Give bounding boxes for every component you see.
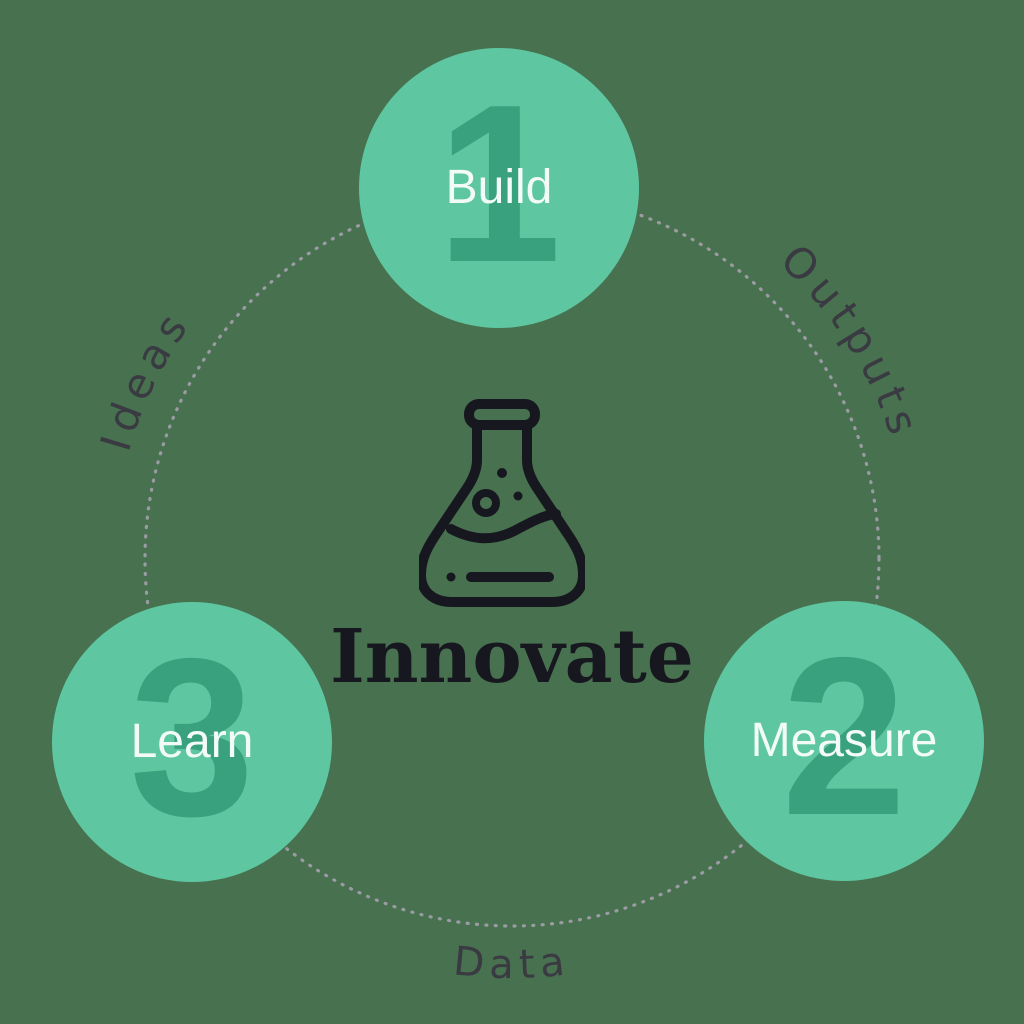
- flow-label-ideas: Ideas: [91, 299, 201, 456]
- flow-label-outputs: Outputs: [771, 235, 930, 447]
- center-title: Innovate: [330, 614, 694, 700]
- node-build-label: Build: [445, 161, 553, 214]
- node-learn-label: Learn: [130, 715, 254, 768]
- node-measure-label: Measure: [750, 714, 938, 767]
- flask-icon: [419, 399, 585, 607]
- flow-label-data: Data: [451, 938, 572, 988]
- node-build: 1 Build: [359, 48, 639, 328]
